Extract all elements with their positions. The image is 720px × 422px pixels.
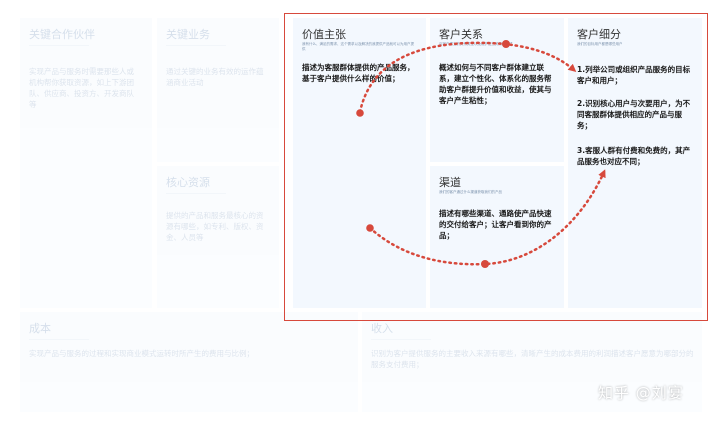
customer-relationships-title: 客户关系: [439, 28, 483, 41]
key-resources-title: 核心资源: [166, 176, 210, 189]
arrow-start-dot: [366, 224, 374, 232]
arrow-mid-dot: [502, 40, 510, 48]
divider: [371, 339, 431, 340]
arrow-value-to-segments: [358, 41, 577, 114]
customer-segments-subtitle: 我们的目标用户都是哪些用户: [577, 42, 623, 46]
cost-structure-block: 成本 实现产品与服务的过程和实现商业模式运转时所产生的费用与比例；: [20, 312, 358, 412]
channels-subtitle: 我们的客户通过什么渠道获取我们的产品: [439, 190, 502, 194]
key-partners-block: 关键合作伙伴 实现产品与服务时需要那些人或机构帮你获取资源，如上下游团队、供应商…: [20, 18, 152, 308]
value-proposition-body: 描述为客服群体提供的产品服务，基于客户提供什么样的价值；: [302, 63, 415, 83]
customer-segments-item-1: 1.列举公司或组织产品服务的目标客户和用户；: [577, 65, 691, 85]
value-proposition-block: 价值主张 我有什么、满足的需求、这个需求以及解决的我提供产品就可以为用户提供 描…: [293, 18, 426, 308]
key-partners-title: 关键合作伙伴: [29, 28, 95, 41]
cost-structure-title: 成本: [29, 322, 51, 335]
channels-body: 描述有哪些渠道、通路使产品快速的交付给客户；让客户看到你的产品；: [439, 209, 552, 240]
channels-title: 渠道: [439, 176, 461, 189]
key-activities-block: 关键业务 通过关键的业务有效的运作蕴涵商业活动: [157, 18, 279, 162]
divider: [29, 45, 89, 46]
key-activities-body: 通过关键的业务有效的运作蕴涵商业活动: [166, 67, 264, 87]
customer-relationships-block: 客户关系 与客户建立的关系类型以及维护这些关系的方式 概述如何与不同客户群体建立…: [430, 18, 564, 162]
arrow-mid-dot: [481, 260, 489, 268]
customer-relationships-body: 概述如何与不同客户群体建立联系，建立个性化、体系化的服务帮助客户群提升价值和收益…: [439, 63, 552, 105]
value-proposition-title: 价值主张: [302, 28, 346, 41]
divider: [166, 193, 226, 194]
cost-structure-body: 实现产品与服务的过程和实现商业模式运转时所产生的费用与比例；: [29, 349, 254, 358]
customer-relationships-subtitle: 与客户建立的关系类型以及维护这些关系的方式: [439, 42, 513, 46]
arrow-channels-to-segments: [368, 169, 606, 266]
key-activities-title: 关键业务: [166, 28, 210, 41]
arrow-start-dot: [356, 109, 364, 117]
revenue-streams-body: 识别为客户提供服务的主要收入来源有哪些，清晰产生的成本费用的利润描述客户愿意为哪…: [371, 349, 694, 369]
divider: [29, 339, 89, 340]
watermark: 知乎 @刘宴: [598, 384, 684, 402]
key-resources-body: 提供的产品和服务最核心的资源有哪些，如专利、版权、资金、人员等: [166, 211, 264, 242]
divider: [166, 45, 226, 46]
customer-segments-block: 客户细分 我们的目标用户都是哪些用户 1.列举公司或组织产品服务的目标客户和用户…: [568, 18, 702, 308]
highlight-frame: [284, 13, 708, 321]
customer-segments-title: 客户细分: [577, 28, 621, 41]
customer-segments-item-3: 3.客服人群有付费和免费的，其产品服务也对应不同；: [577, 146, 691, 166]
value-proposition-subtitle: 我有什么、满足的需求、这个需求以及解决的我提供产品就可以为用户提供: [302, 42, 414, 51]
key-resources-block: 核心资源 提供的产品和服务最核心的资源有哪些，如专利、版权、资金、人员等: [157, 166, 279, 308]
revenue-streams-title: 收入: [371, 322, 393, 335]
customer-segments-item-2: 2.识别核心用户与次要用户，为不同客服群体提供相应的产品与服务；: [577, 99, 691, 130]
revenue-streams-block: 收入 识别为客户提供服务的主要收入来源有哪些，清晰产生的成本费用的利润描述客户愿…: [362, 312, 702, 412]
key-partners-body: 实现产品与服务时需要那些人或机构帮你获取资源，如上下游团队、供应商、投资方、开发…: [29, 67, 134, 109]
channels-block: 渠道 我们的客户通过什么渠道获取我们的产品 描述有哪些渠道、通路使产品快速的交付…: [430, 166, 564, 308]
